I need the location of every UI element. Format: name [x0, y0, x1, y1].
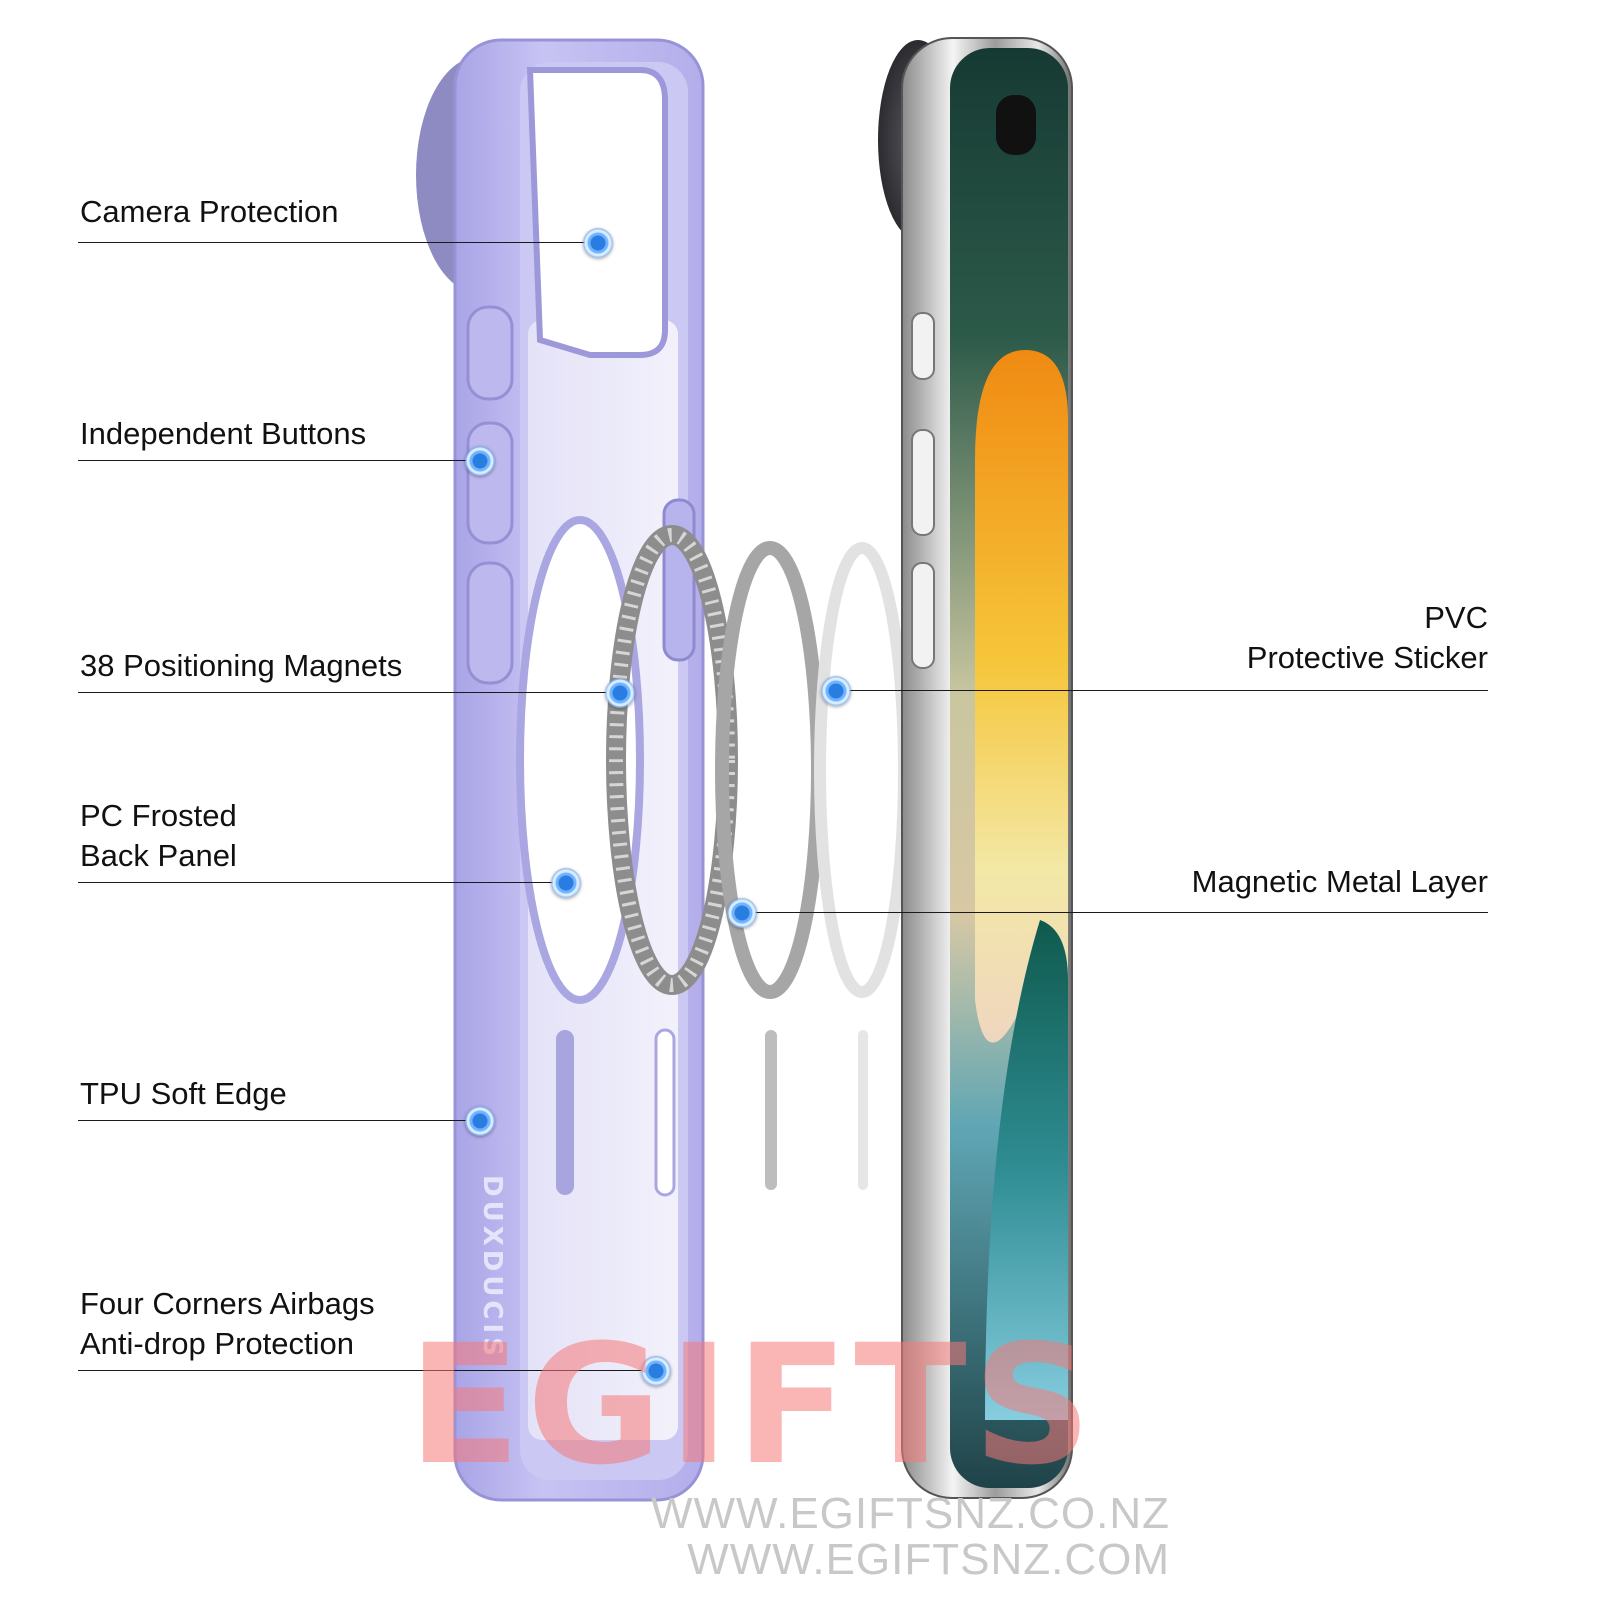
leader-positioning-magnets	[78, 692, 620, 693]
leader-pvc-sticker	[836, 690, 1488, 691]
phone-volume-up	[911, 429, 935, 536]
label-pvc-line2: Protective Sticker	[1246, 640, 1488, 675]
leader-camera-protection	[78, 242, 598, 243]
phone-volume-down	[911, 562, 935, 669]
case-brand-text: DUXDUCIS	[477, 1175, 507, 1360]
marker-airbags	[641, 1356, 671, 1386]
label-four-corners-airbags: Four Corners Airbags Anti-drop Protectio…	[80, 1284, 375, 1364]
button-cover-top	[466, 305, 514, 401]
wallpaper-teal-shape	[985, 920, 1068, 1420]
label-airbags-line2: Anti-drop Protection	[80, 1326, 354, 1361]
leader-pc-frosted	[78, 882, 566, 883]
leader-airbags	[78, 1370, 656, 1371]
button-cover-volume-down	[466, 561, 514, 685]
metal-layer	[715, 541, 825, 1190]
dynamic-island	[996, 95, 1036, 155]
leader-tpu-soft-edge	[78, 1120, 480, 1121]
label-tpu-soft-edge: TPU Soft Edge	[80, 1076, 287, 1111]
camera-cutout	[526, 67, 668, 358]
marker-camera-protection	[583, 228, 613, 258]
case-slot-right	[654, 1028, 676, 1197]
label-magnetic-metal-layer: Magnetic Metal Layer	[1191, 864, 1488, 899]
label-positioning-magnets: 38 Positioning Magnets	[80, 648, 403, 683]
marker-tpu-soft-edge	[465, 1106, 495, 1136]
label-pc-frosted-line2: Back Panel	[80, 838, 237, 873]
phone-action-button	[911, 312, 935, 380]
case-side-slot	[662, 498, 696, 662]
leader-independent-buttons	[78, 460, 480, 461]
phone-case: DUXDUCIS	[416, 38, 705, 1502]
label-camera-protection: Camera Protection	[80, 194, 339, 229]
pvc-sticker	[814, 542, 910, 1190]
button-cover-volume-up	[466, 421, 514, 545]
label-pc-frosted-line1: PC Frosted	[80, 798, 237, 833]
leader-metal-layer	[742, 912, 1488, 913]
magnet-ring-recess	[516, 516, 644, 1004]
watermark-brand: EGIFTS	[408, 1309, 1098, 1501]
marker-independent-buttons	[465, 446, 495, 476]
label-airbags-line1: Four Corners Airbags	[80, 1286, 375, 1321]
marker-metal-layer	[727, 898, 757, 928]
phone	[878, 37, 1073, 1499]
marker-pc-frosted	[551, 868, 581, 898]
marker-positioning-magnets	[605, 678, 635, 708]
marker-pvc-sticker	[821, 676, 851, 706]
case-slot-left	[556, 1030, 574, 1195]
label-pvc-protective-sticker: PVC Protective Sticker	[1247, 598, 1488, 678]
watermark-url-1: WWW.EGIFTSNZ.CO.NZ	[650, 1489, 1170, 1538]
label-independent-buttons: Independent Buttons	[80, 416, 367, 451]
watermark-url-2: WWW.EGIFTSNZ.COM	[687, 1535, 1170, 1584]
label-pvc-line1: PVC	[1424, 600, 1488, 635]
wallpaper-orange-shape	[975, 350, 1068, 1043]
label-pc-frosted-back-panel: PC Frosted Back Panel	[80, 796, 237, 876]
